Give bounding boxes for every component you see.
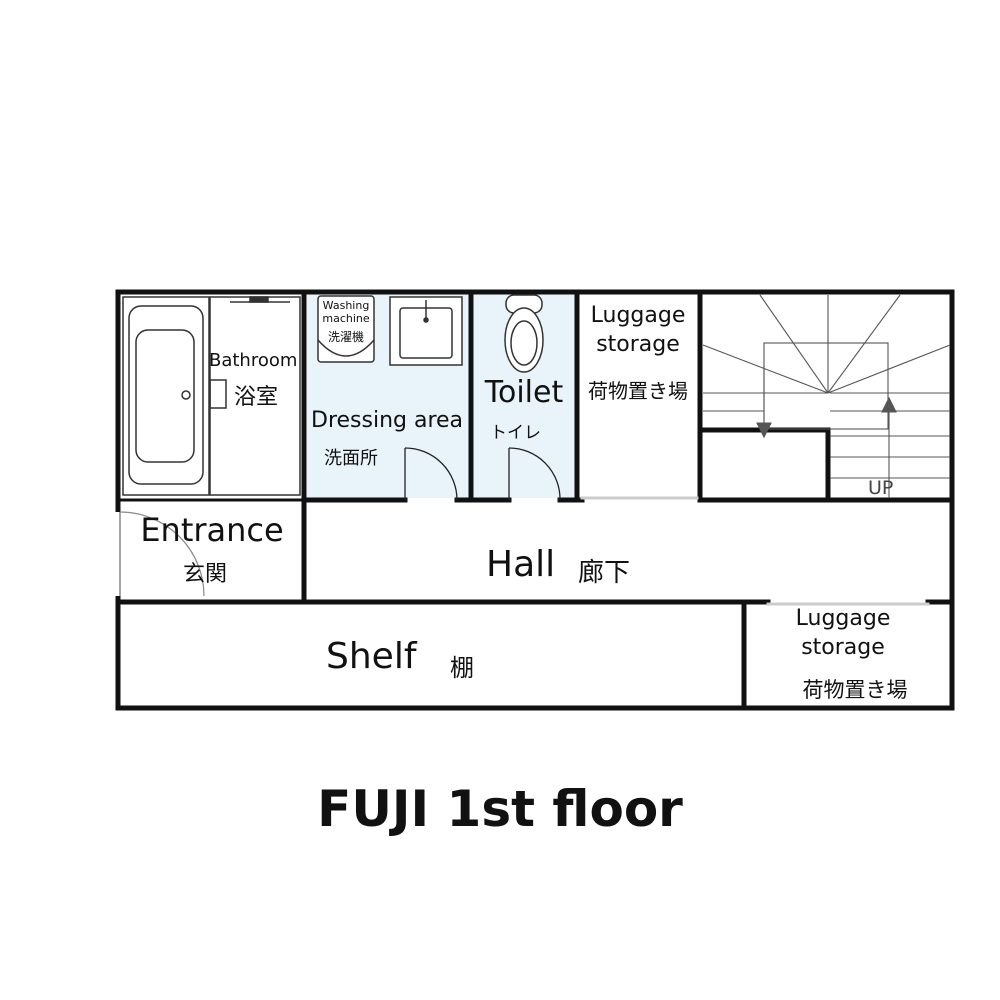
walls <box>115 289 955 711</box>
luggage-storage-bottom-label-2: storage <box>801 635 885 660</box>
bathroom-label: Bathroom <box>209 350 298 371</box>
toilet-door <box>508 447 561 501</box>
shelf-label: Shelf <box>326 636 417 677</box>
toilet-bowl <box>504 294 544 373</box>
toilet-label: Toilet <box>484 375 564 410</box>
dressing-door <box>404 447 458 501</box>
luggage-storage-top-label-2: storage <box>596 332 680 357</box>
luggage-storage-top-label: Luggage <box>590 303 686 328</box>
sink <box>389 296 463 366</box>
washing-machine-label: Washing <box>322 299 370 312</box>
luggage-storage-top-label-ja: 荷物置き場 <box>588 379 688 403</box>
washing-machine <box>317 295 375 363</box>
hall-label-ja: 廊下 <box>578 558 631 588</box>
bathtub <box>122 296 210 496</box>
toilet-label-ja: トイレ <box>490 423 541 443</box>
stairs-up-label: UP <box>868 477 894 499</box>
shelf-label-ja: 棚 <box>450 654 474 682</box>
bathroom-fixtures <box>209 296 301 496</box>
bathroom-label-ja: 浴室 <box>234 385 279 410</box>
floor-title: FUJI 1st floor <box>317 780 683 838</box>
washing-machine-label-2: machine <box>322 312 370 325</box>
dressing-area-label: Dressing area <box>311 408 464 433</box>
entrance-door <box>114 511 205 597</box>
luggage-storage-bottom-label-ja: 荷物置き場 <box>802 678 908 702</box>
entrance-label: Entrance <box>140 511 284 549</box>
hall-label: Hall <box>486 544 556 585</box>
entrance-label-ja: 玄関 <box>182 562 227 587</box>
staircase <box>702 294 951 498</box>
luggage-storage-bottom-label: Luggage <box>795 606 891 631</box>
dressing-area-label-ja: 洗面所 <box>324 448 378 469</box>
washing-machine-label-ja: 洗濯機 <box>327 330 364 344</box>
